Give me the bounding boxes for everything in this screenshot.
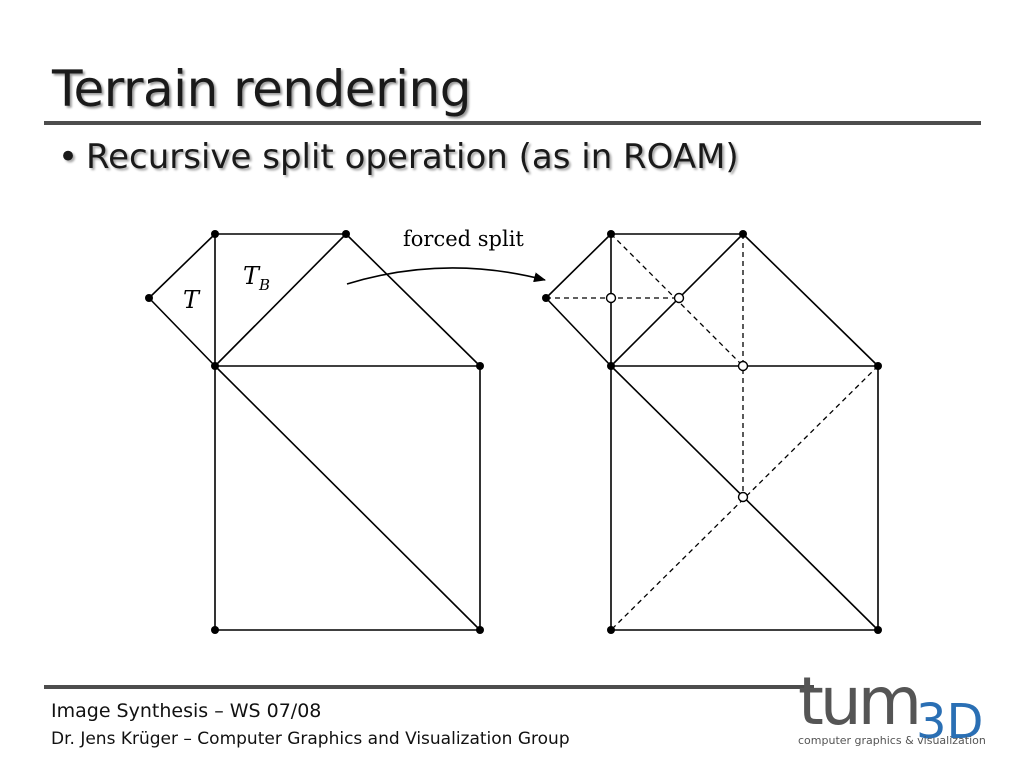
vertices-after	[542, 230, 882, 634]
vertex	[476, 362, 484, 370]
vertex	[739, 230, 747, 238]
footer-course: Image Synthesis – WS 07/08	[51, 700, 322, 722]
vertex	[476, 626, 484, 634]
footer-divider	[44, 685, 814, 689]
vertex	[342, 230, 350, 238]
vertex	[607, 362, 615, 370]
bullet-item: •Recursive split operation (as in ROAM)	[58, 140, 739, 174]
split-edges-dashed	[546, 233, 879, 631]
mesh-edge	[214, 233, 347, 367]
mesh-edge	[148, 297, 216, 367]
bullet-text: Recursive split operation (as in ROAM)	[86, 137, 739, 177]
mesh-edge	[742, 233, 879, 367]
new-vertices	[605, 292, 749, 503]
mesh-edge	[214, 365, 481, 631]
forced-split-arrow	[346, 267, 546, 285]
mesh-after-split	[545, 233, 879, 631]
vertex	[874, 362, 882, 370]
slide-title: Terrain rendering	[52, 60, 471, 118]
logo-mark: tum	[798, 663, 918, 740]
vertex	[542, 294, 550, 302]
vertex	[607, 230, 615, 238]
mesh-before-split	[148, 233, 481, 631]
new-vertex	[737, 491, 749, 503]
new-vertex	[605, 292, 617, 304]
vertex	[211, 626, 219, 634]
mesh-edge	[545, 297, 612, 367]
label-T: T	[183, 286, 201, 314]
vertex	[211, 362, 219, 370]
vertex	[211, 230, 219, 238]
logo-mark-3d: 3D	[916, 694, 984, 750]
footer-author: Dr. Jens Krüger – Computer Graphics and …	[51, 729, 570, 749]
vertex	[874, 626, 882, 634]
vertices-before	[145, 230, 484, 634]
arrow-label: forced split	[403, 227, 524, 251]
title-divider	[44, 121, 981, 125]
mesh-edge	[148, 233, 216, 299]
bullet-dot-icon: •	[58, 137, 79, 177]
mesh-edge	[345, 233, 481, 367]
label-TB: TB	[243, 262, 270, 294]
mesh-edge	[545, 233, 612, 299]
new-vertex	[673, 292, 685, 304]
logo-tagline: computer graphics & visualization	[798, 734, 986, 747]
vertex	[145, 294, 153, 302]
new-vertex	[737, 360, 749, 372]
vertex	[607, 626, 615, 634]
tum3d-logo: tum 3D computer graphics & visualization	[798, 663, 986, 750]
